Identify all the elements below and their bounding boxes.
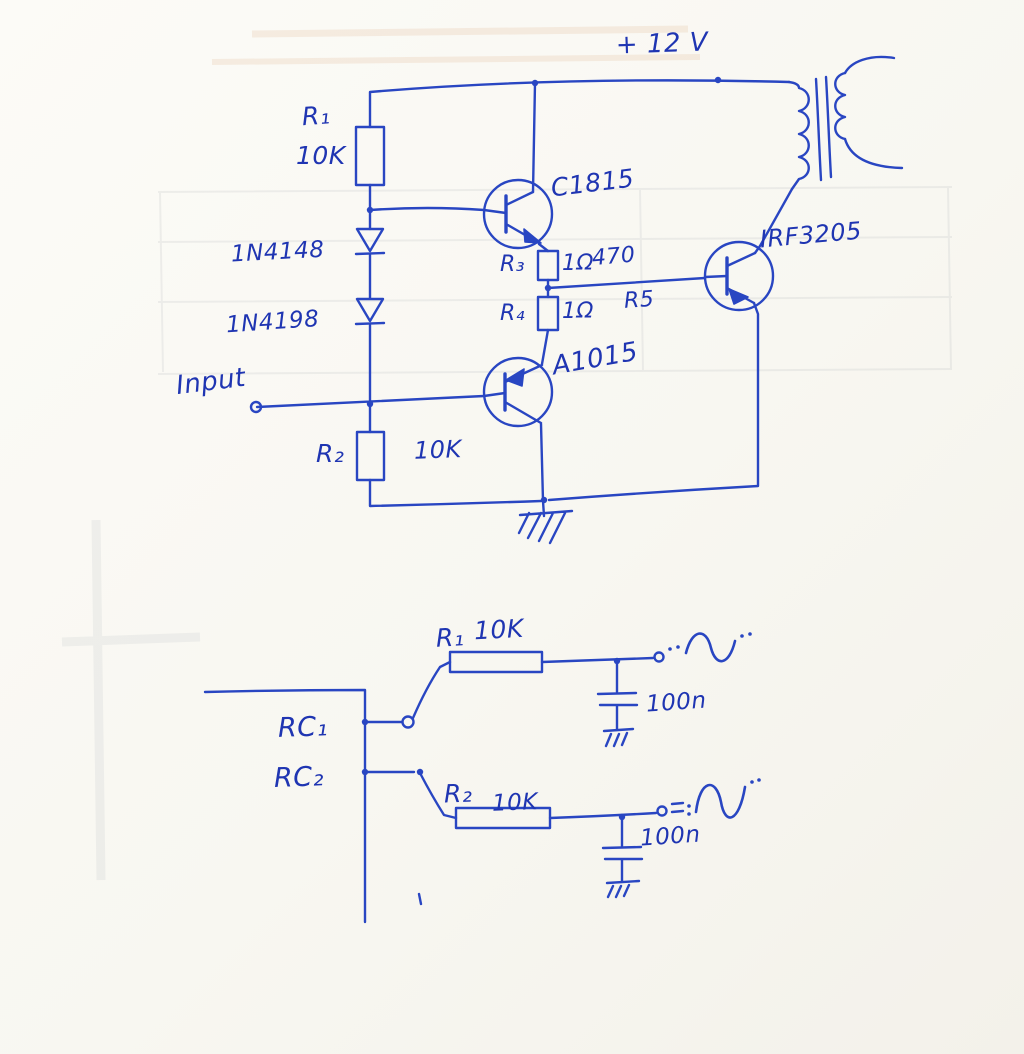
r1-value-label: 10K	[296, 141, 348, 170]
r1-resistor-body	[354, 125, 386, 187]
r4-resistor-body	[536, 295, 560, 332]
out1-terminal	[653, 651, 665, 663]
bleed-left-figure	[61, 519, 201, 881]
wave2-dot-c	[750, 780, 754, 784]
dot-rc2-branch	[416, 768, 424, 776]
capacitor-c2-symbol	[601, 845, 644, 883]
bleed-table-rows	[157, 186, 953, 375]
r2-value-label: 10K	[413, 435, 463, 465]
r2-name-label: R₂	[316, 439, 344, 468]
irf3205-arrow-icon	[728, 288, 749, 305]
transistor-a1015-symbol	[482, 356, 554, 428]
q1-label: C1815	[549, 163, 636, 202]
dot-rail-right	[714, 76, 722, 84]
r3-resistor-body	[536, 249, 560, 282]
dot-base-node	[366, 206, 374, 214]
bottom-r1-resistor-body	[448, 650, 544, 674]
wave1-dot-a	[668, 647, 672, 651]
r3-name-label: R₃	[500, 252, 525, 277]
diode1-label: 1N4148	[230, 237, 325, 268]
r5-value-label: 470	[591, 242, 637, 271]
wave2-dot-a	[687, 804, 691, 808]
bottom-r1-value-label: 10K	[473, 614, 526, 646]
transformer-primary-coil	[787, 80, 810, 191]
mosfet-irf3205-symbol	[703, 240, 775, 312]
r4-name-label: R₄	[500, 301, 525, 326]
input-terminal	[249, 400, 263, 414]
sine-wave-icon-2	[694, 783, 747, 819]
dot-rail-collector	[531, 79, 539, 87]
dot-c2-node	[618, 813, 626, 821]
junction-dots	[361, 76, 761, 821]
bottom-r2-value-label: 10K	[492, 789, 540, 817]
diode2-label: 1N4198	[225, 306, 320, 338]
diode-second-symbol	[354, 297, 386, 326]
bottom-r2-resistor-body	[454, 806, 552, 830]
wave2-dot-b	[687, 812, 691, 816]
dot-rc2-bus	[361, 768, 369, 776]
r3-value-label: 1Ω	[562, 251, 594, 276]
ground-symbol-top	[517, 499, 574, 545]
sine-wave-icon-1	[684, 632, 737, 663]
c2-value-label: 100n	[639, 821, 701, 851]
r2-resistor-body	[355, 430, 386, 482]
bleed-line-1	[251, 25, 689, 38]
c1815-emitter-arrow-icon	[523, 228, 542, 244]
dot-input-node	[366, 400, 374, 408]
handwritten-labels: + 12 V R₁ 10K 1N4148 1N4198 C1815 R₃ 1Ω …	[174, 27, 863, 851]
wave1-dot-b	[676, 645, 680, 649]
bleed-line-2	[211, 54, 701, 65]
c1-value-label: 100n	[645, 687, 707, 717]
input-label: Input	[174, 363, 247, 401]
wave2-dot-d	[757, 778, 761, 782]
dot-c1-node	[613, 657, 621, 665]
dot-ground-node	[540, 496, 548, 504]
r5-name-label: R5	[623, 287, 655, 314]
transformer-secondary-coil	[834, 71, 847, 141]
dot-r3-r4-node	[544, 284, 552, 292]
rc1-label: RC₁	[277, 711, 328, 744]
wave1-dot-d	[748, 632, 752, 636]
transistor-c1815-symbol	[482, 178, 554, 250]
ground-symbol-c2	[605, 879, 641, 899]
stray-pen-mark	[417, 892, 423, 906]
capacitor-c1-symbol	[596, 691, 639, 732]
rc2-label: RC₂	[273, 761, 324, 794]
bottom-r1-name-label: R₁	[435, 622, 465, 652]
wave1-dot-c	[740, 634, 744, 638]
a1015-emitter-arrow-icon	[505, 368, 525, 387]
dot-rc1-bus	[361, 718, 369, 726]
q2-label: A1015	[548, 337, 640, 382]
equals-marks	[670, 801, 685, 814]
r1-name-label: R₁	[301, 100, 331, 131]
bottom-r2-name-label: R₂	[443, 779, 472, 809]
ground-symbol-c1	[602, 727, 635, 748]
bleed-table-cols	[159, 187, 952, 373]
circuit-ink	[203, 55, 904, 924]
transformer-core-lines	[814, 75, 833, 182]
bottom-circuit-wires	[203, 656, 658, 924]
supply-label: + 12 V	[615, 27, 710, 60]
c1815-body	[482, 178, 554, 250]
a1015-body	[482, 356, 554, 428]
diode-first-symbol	[354, 227, 386, 256]
r4-value-label: 1Ω	[562, 299, 594, 324]
rc1-terminal	[401, 715, 415, 729]
paper-bleedthrough	[61, 25, 953, 881]
transformer-symbol	[787, 55, 904, 191]
transformer-secondary-leads	[843, 55, 904, 170]
out2-terminal	[656, 805, 668, 817]
